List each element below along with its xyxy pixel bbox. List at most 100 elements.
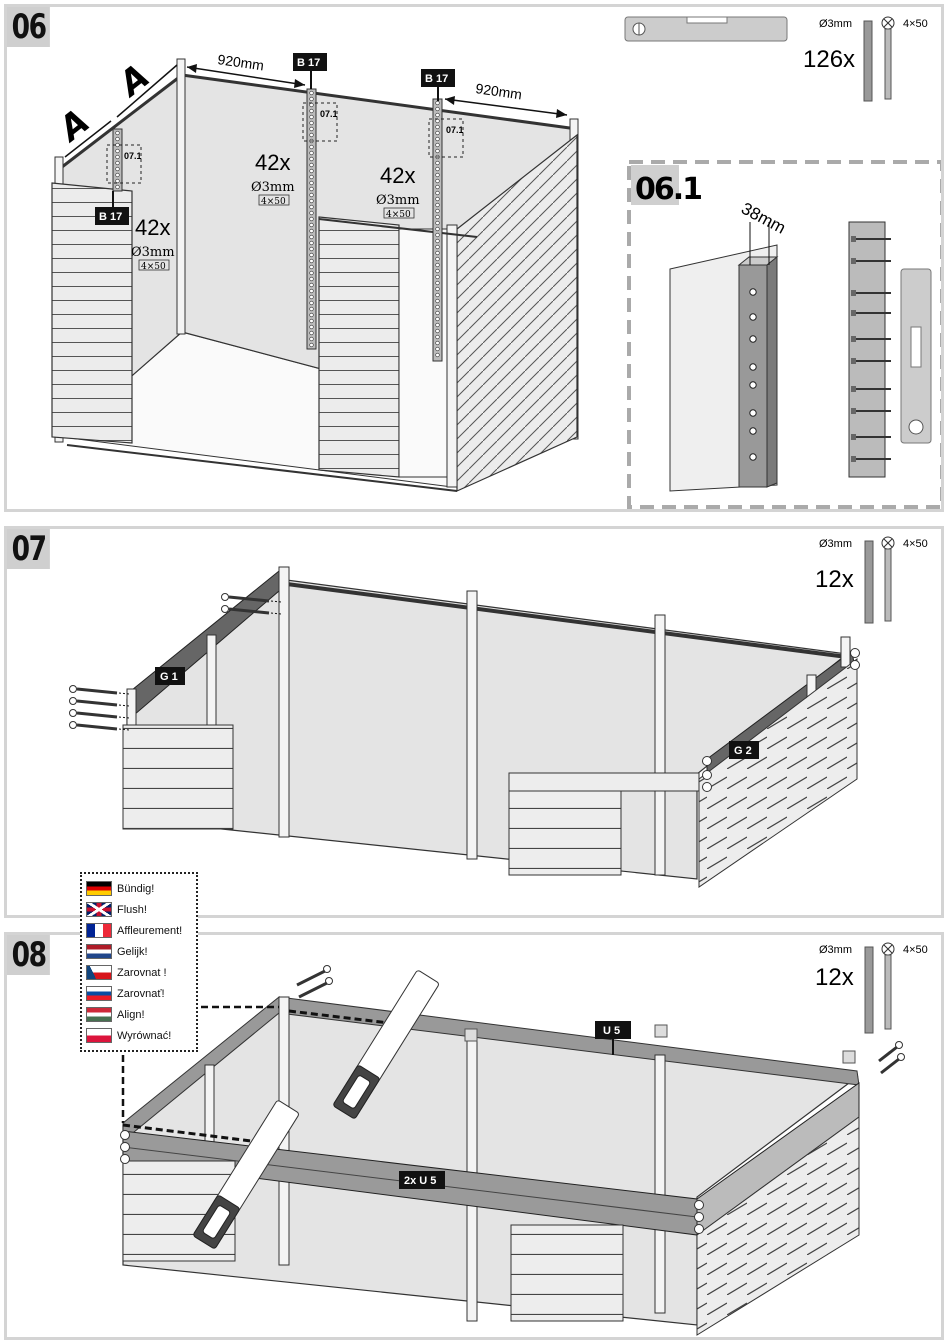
hole — [435, 124, 440, 130]
step-06-panel: 06 — [4, 4, 944, 512]
screw-icon — [221, 605, 229, 613]
step-06-diagram: 07.1 07.1 07.1 920mm 920mm A A B 17 — [50, 16, 941, 509]
hole — [435, 310, 440, 316]
hole — [435, 148, 440, 154]
detail-number: 06.1 — [635, 172, 701, 207]
hole — [309, 222, 314, 228]
legend-item: Flush! — [86, 899, 192, 920]
hole — [115, 184, 120, 190]
hole — [309, 120, 314, 126]
de-flag-icon — [86, 881, 112, 896]
svg-text:4×50: 4×50 — [261, 197, 286, 207]
hole — [309, 246, 314, 252]
right-wall — [696, 1116, 860, 1336]
step-07-panel: 07 — [4, 526, 944, 918]
post — [176, 58, 186, 335]
svg-text:12x: 12x — [815, 566, 854, 593]
svg-text:4×50: 4×50 — [903, 18, 928, 30]
screw-end — [120, 1142, 130, 1152]
uk-flag-icon — [86, 902, 112, 917]
hole — [435, 130, 440, 136]
hole — [309, 204, 314, 210]
hole — [309, 186, 314, 192]
fr-flag-icon — [86, 923, 112, 938]
hole — [435, 112, 440, 118]
hole — [309, 228, 314, 234]
hole — [115, 166, 120, 172]
screw-end — [694, 1212, 704, 1222]
step-number: 07 — [7, 529, 51, 569]
svg-text:2x U 5: 2x U 5 — [404, 1175, 436, 1187]
screw-hole — [749, 288, 757, 296]
screw-count-group: 42x Ø3mm 4×50 — [131, 215, 175, 272]
a-marker: A — [50, 101, 98, 151]
svg-text:G 2: G 2 — [734, 745, 752, 757]
svg-text:42x: 42x — [135, 215, 170, 240]
hole — [435, 304, 440, 310]
dimension-left: 920mm — [186, 51, 306, 88]
legend-text: Bündig! — [117, 882, 155, 895]
hole — [309, 114, 314, 120]
screw-hole — [749, 427, 757, 435]
hole — [435, 340, 440, 346]
screw-icon — [897, 1053, 905, 1061]
screw-hole — [749, 381, 757, 389]
post — [466, 590, 478, 860]
hole — [309, 180, 314, 186]
dimension-label: 920mm — [475, 80, 523, 102]
hole — [435, 352, 440, 358]
hole — [309, 264, 314, 270]
screw-end — [120, 1130, 130, 1140]
hole — [435, 286, 440, 292]
hole — [309, 318, 314, 324]
hole — [309, 270, 314, 276]
step-07-diagram: G 1 G 2 Ø3mm 4×50 12x — [69, 536, 928, 888]
hole — [435, 172, 440, 178]
cz-flag-icon — [86, 965, 112, 980]
ref-label: 07.1 — [320, 109, 338, 119]
screw-end — [702, 782, 712, 792]
hole — [309, 276, 314, 282]
hole — [435, 100, 440, 106]
metal-strip — [112, 128, 123, 192]
post — [654, 1054, 666, 1314]
svg-text:126x: 126x — [803, 46, 855, 73]
hole — [435, 118, 440, 124]
hole — [435, 226, 440, 232]
front-right-wall — [508, 772, 700, 792]
screw-end — [702, 756, 712, 766]
step-number: 08 — [7, 935, 51, 975]
hole — [309, 288, 314, 294]
legend-text: Zarovnať! — [117, 987, 165, 1000]
hole — [309, 258, 314, 264]
screw-icon — [69, 721, 77, 729]
b17-tag: B 17 — [293, 53, 327, 89]
hole — [435, 322, 440, 328]
hole — [435, 292, 440, 298]
hole — [309, 306, 314, 312]
svg-text:B 17: B 17 — [297, 57, 320, 69]
hole — [309, 330, 314, 336]
screw-hole — [749, 335, 757, 343]
screw-count-group: 42x Ø3mm 4×50 — [251, 150, 295, 207]
hole — [309, 132, 314, 138]
post — [840, 636, 851, 668]
front-left-wall — [122, 724, 234, 830]
screw-hardware: Ø3mm 4×50 12x — [815, 942, 928, 1034]
hole — [435, 196, 440, 202]
svg-text:Ø3mm: Ø3mm — [819, 538, 852, 550]
ref-label: 07.1 — [124, 151, 142, 161]
spirit-level-icon — [333, 970, 439, 1119]
hole — [435, 136, 440, 142]
u5-double-tag: 2x U 5 — [399, 1171, 445, 1189]
legend-item: Gelijk! — [86, 941, 192, 962]
svg-text:12x: 12x — [815, 964, 854, 991]
hole — [115, 136, 120, 142]
sk-flag-icon — [86, 986, 112, 1001]
hole — [309, 96, 314, 102]
flush-legend: Bündig!Flush!Affleurement!Gelijk!Zarovna… — [80, 872, 198, 1052]
svg-text:Ø3mm: Ø3mm — [131, 245, 175, 260]
svg-text:4×50: 4×50 — [141, 262, 166, 272]
legend-text: Zarovnat ! — [117, 966, 167, 979]
svg-text:42x: 42x — [255, 150, 290, 175]
